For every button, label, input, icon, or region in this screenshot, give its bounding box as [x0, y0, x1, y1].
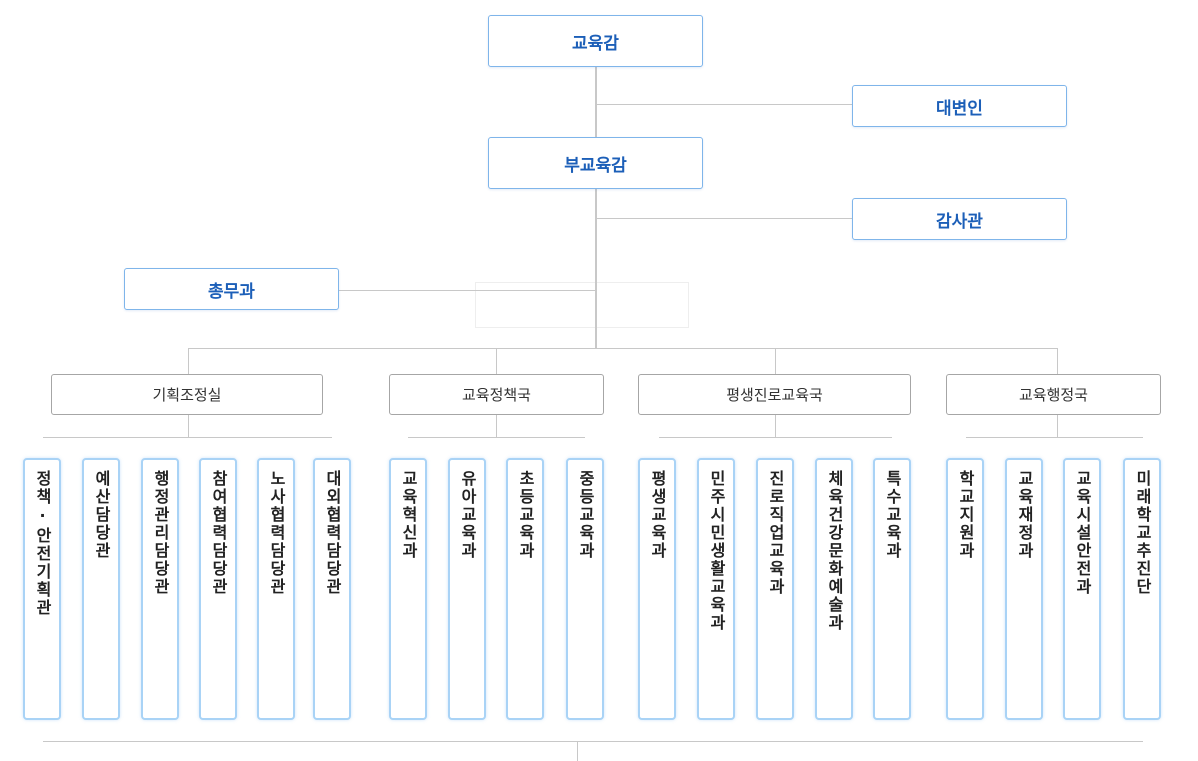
unit-label: 미래학교추진단 — [1133, 470, 1152, 596]
bureau-label: 교육정책국 — [461, 386, 531, 404]
group-hline-2 — [408, 437, 585, 438]
bureau-education-policy: 교육정책국 — [389, 374, 604, 415]
unit-box: 노사협력담당관 — [257, 458, 295, 720]
unit-box: 참여협력담당관 — [199, 458, 237, 720]
unit-box: 예산담당관 — [82, 458, 120, 720]
unit-box: 평생교육과 — [638, 458, 676, 720]
unit-box: 체육건강문화예술과 — [815, 458, 853, 720]
bureau-planning-coordination: 기획조정실 — [51, 374, 323, 415]
bureau-hline — [188, 348, 1058, 349]
main-trunk-line — [595, 66, 597, 349]
unit-box: 초등교육과 — [506, 458, 544, 720]
unit-label: 초등교육과 — [516, 470, 535, 560]
unit-label: 민주시민생활교육과 — [707, 470, 726, 632]
auditor-connector — [596, 218, 854, 219]
general-affairs-label: 총무과 — [208, 281, 255, 302]
unit-box: 민주시민생활교육과 — [697, 458, 735, 720]
background-box — [475, 282, 689, 328]
bureau-lifelong-career-education: 평생진로교육국 — [638, 374, 911, 415]
deputy-superintendent-label: 부교육감 — [564, 155, 627, 176]
unit-label: 평생교육과 — [648, 470, 667, 560]
spokesperson-connector — [596, 104, 854, 105]
group-hline-1 — [43, 437, 332, 438]
unit-label: 진로직업교육과 — [766, 470, 785, 596]
bureau-drop-2 — [496, 348, 497, 374]
unit-label: 행정관리담당관 — [151, 470, 170, 596]
unit-box: 특수교육과 — [873, 458, 911, 720]
unit-label: 참여협력담당관 — [209, 470, 228, 596]
bureau-label: 평생진로교육국 — [726, 386, 823, 404]
bottom-hline — [43, 741, 1143, 742]
bureau-drop-1 — [188, 348, 189, 374]
unit-box: 유아교육과 — [448, 458, 486, 720]
unit-box: 중등교육과 — [566, 458, 604, 720]
unit-box: 대외협력담당관 — [313, 458, 351, 720]
unit-label: 교육시설안전과 — [1073, 470, 1092, 596]
unit-label: 체육건강문화예술과 — [825, 470, 844, 632]
group-drop-2 — [496, 414, 497, 438]
group-drop-1 — [188, 414, 189, 438]
unit-label: 교육혁신과 — [399, 470, 418, 560]
unit-label: 정책·안전기획관 — [33, 470, 52, 617]
unit-box: 학교지원과 — [946, 458, 984, 720]
unit-box: 교육혁신과 — [389, 458, 427, 720]
superintendent-box: 교육감 — [488, 15, 703, 67]
unit-label: 예산담당관 — [92, 470, 111, 560]
auditor-box: 감사관 — [852, 198, 1067, 240]
superintendent-label: 교육감 — [572, 33, 619, 54]
bureau-education-administration: 교육행정국 — [946, 374, 1161, 415]
unit-label: 중등교육과 — [576, 470, 595, 560]
bureau-drop-3 — [775, 348, 776, 374]
unit-label: 노사협력담당관 — [267, 470, 286, 596]
unit-box: 행정관리담당관 — [141, 458, 179, 720]
group-hline-4 — [966, 437, 1143, 438]
deputy-superintendent-box: 부교육감 — [488, 137, 703, 189]
bureau-label: 기획조정실 — [152, 386, 222, 404]
bureau-drop-4 — [1057, 348, 1058, 374]
spokesperson-box: 대변인 — [852, 85, 1067, 127]
unit-label: 교육재정과 — [1015, 470, 1034, 560]
group-hline-3 — [659, 437, 892, 438]
auditor-label: 감사관 — [936, 211, 983, 232]
bottom-drop — [577, 741, 578, 761]
bureau-label: 교육행정국 — [1018, 386, 1088, 404]
unit-box: 진로직업교육과 — [756, 458, 794, 720]
spokesperson-label: 대변인 — [936, 98, 983, 119]
unit-label: 유아교육과 — [458, 470, 477, 560]
unit-box: 미래학교추진단 — [1123, 458, 1161, 720]
group-drop-4 — [1057, 414, 1058, 438]
group-drop-3 — [775, 414, 776, 438]
unit-label: 대외협력담당관 — [323, 470, 342, 596]
general-affairs-box: 총무과 — [124, 268, 339, 310]
unit-box: 정책·안전기획관 — [23, 458, 61, 720]
unit-label: 학교지원과 — [956, 470, 975, 560]
unit-label: 특수교육과 — [883, 470, 902, 560]
unit-box: 교육시설안전과 — [1063, 458, 1101, 720]
general-affairs-connector — [338, 290, 596, 291]
unit-box: 교육재정과 — [1005, 458, 1043, 720]
